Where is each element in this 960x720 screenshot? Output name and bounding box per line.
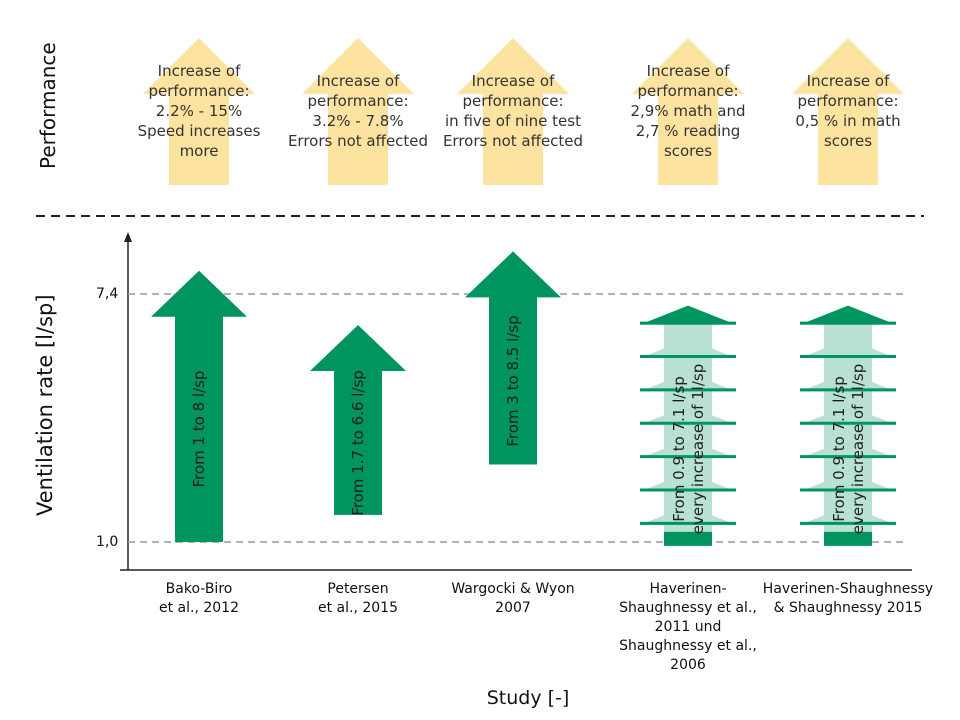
performance-text-1-2: performance: bbox=[148, 82, 250, 100]
performance-text-3-1: Increase of bbox=[471, 72, 555, 90]
ventilation-step-4-5 bbox=[640, 439, 736, 459]
ventilation-step-4-6 bbox=[640, 472, 736, 492]
ventilation-step-4-1 bbox=[640, 305, 736, 325]
performance-text-4-5: scores bbox=[663, 142, 713, 160]
ventilation-arrow-3 bbox=[465, 251, 561, 465]
ventilation-step-edge-5-5 bbox=[800, 455, 896, 459]
study-name-4-2: Shaughnessy et al., bbox=[619, 600, 757, 616]
ventilation-step-edge-5-4 bbox=[800, 421, 896, 425]
performance-text-5-1: Increase of bbox=[806, 72, 890, 90]
ventilation-label-4-2: every increase of 1l/sp bbox=[688, 363, 707, 534]
performance-text-3-3: in five of nine test bbox=[445, 112, 581, 130]
ventilation-step-4-2 bbox=[640, 339, 736, 358]
ventilation-label-3-1: From 3 to 8.5 l/sp bbox=[504, 315, 522, 447]
ventilation-step-edge-4-6 bbox=[640, 488, 736, 492]
performance-arrow-3 bbox=[457, 38, 569, 185]
performance-text-2-4: Errors not affected bbox=[287, 132, 429, 150]
ventilation-step-edge-4-5 bbox=[640, 455, 736, 459]
ventilation-step-edge-4-2 bbox=[640, 355, 736, 358]
study-name-5-2: & Shaughnessy 2015 bbox=[773, 600, 923, 616]
study-name-4-5: 2006 bbox=[670, 657, 706, 673]
ventilation-step-5-3 bbox=[800, 372, 896, 392]
performance-text-1-5: more bbox=[179, 142, 219, 160]
ytick-low: 1,0 bbox=[96, 534, 119, 550]
performance-text-2-2: performance: bbox=[307, 92, 409, 110]
ventilation-step-5-5 bbox=[800, 439, 896, 459]
study-name-2-2: et al., 2015 bbox=[317, 600, 398, 616]
performance-text-5-3: 0,5 % in math bbox=[795, 112, 901, 130]
performance-arrow-1 bbox=[143, 38, 255, 185]
ventilation-step-edge-4-7 bbox=[640, 521, 736, 525]
ventilation-step-edge-5-6 bbox=[800, 488, 896, 492]
study-name-3-1: Wargocki & Wyon bbox=[451, 581, 575, 597]
performance-axis-title: Performance bbox=[36, 42, 60, 169]
performance-text-2-3: 3.2% - 7.8% bbox=[312, 112, 404, 130]
study-name-4-4: Shaughnessy et al., bbox=[619, 638, 757, 654]
ventilation-step-5-6 bbox=[800, 472, 896, 492]
ventilation-step-5-1 bbox=[800, 305, 896, 325]
study-name-5-1: Haverinen-Shaughnessy bbox=[762, 581, 934, 597]
ventilation-label-2-1: From 1.7 to 6.6 l/sp bbox=[349, 370, 367, 516]
ventilation-step-edge-4-3 bbox=[640, 388, 736, 392]
y-axis-arrowhead bbox=[124, 232, 132, 242]
ventilation-step-4-7 bbox=[640, 505, 736, 525]
ventilation-label-5-2: every increase of 1l/sp bbox=[848, 363, 867, 534]
ventilation-step-edge-5-7 bbox=[800, 521, 896, 525]
performance-arrow-4 bbox=[632, 38, 744, 185]
ventilation-step-5-4 bbox=[800, 405, 896, 425]
ventilation-axis-title: Ventilation rate [l/sp] bbox=[33, 294, 57, 516]
ventilation-label-5-1: From 0.9 to 7.1 l/sp bbox=[829, 375, 848, 522]
ventilation-arrow-1 bbox=[151, 270, 247, 542]
ventilation-arrow-base-5 bbox=[824, 531, 872, 546]
performance-text-5-4: scores bbox=[823, 132, 873, 150]
performance-text-4-3: 2,9% math and bbox=[630, 102, 746, 120]
ventilation-step-edge-5-2 bbox=[800, 355, 896, 358]
study-name-1-1: Bako-Biro bbox=[165, 581, 233, 597]
ventilation-arrow-2 bbox=[310, 325, 406, 515]
ventilation-step-edge-4-4 bbox=[640, 421, 736, 425]
performance-text-1-1: Increase of bbox=[157, 62, 241, 80]
ytick-high: 7,4 bbox=[96, 286, 119, 302]
performance-text-4-2: performance: bbox=[637, 82, 739, 100]
study-name-1-2: et al., 2012 bbox=[158, 600, 239, 616]
performance-arrow-2 bbox=[302, 38, 414, 185]
performance-text-3-2: performance: bbox=[462, 92, 564, 110]
study-name-4-3: 2011 und bbox=[654, 619, 722, 635]
performance-text-4-1: Increase of bbox=[646, 62, 730, 80]
performance-arrow-5 bbox=[792, 38, 904, 185]
ventilation-step-5-2 bbox=[800, 339, 896, 358]
ventilation-arrow-base-4 bbox=[664, 531, 712, 546]
performance-text-3-4: Errors not affected bbox=[442, 132, 584, 150]
performance-text-1-3: 2.2% - 15% bbox=[155, 102, 243, 120]
ventilation-step-5-7 bbox=[800, 505, 896, 525]
performance-text-4-4: 2,7 % reading bbox=[635, 122, 741, 140]
performance-text-5-2: performance: bbox=[797, 92, 899, 110]
ventilation-step-edge-5-3 bbox=[800, 388, 896, 392]
x-axis-title: Study [-] bbox=[486, 687, 570, 709]
ventilation-step-edge-4-1 bbox=[640, 321, 736, 325]
study-name-2-1: Petersen bbox=[327, 581, 389, 597]
ventilation-step-4-4 bbox=[640, 405, 736, 425]
study-name-3-2: 2007 bbox=[495, 600, 531, 616]
ventilation-step-4-3 bbox=[640, 372, 736, 392]
ventilation-step-edge-5-1 bbox=[800, 321, 896, 325]
ventilation-label-1-1: From 1 to 8 l/sp bbox=[190, 370, 208, 488]
performance-text-1-4: Speed increases bbox=[137, 122, 261, 140]
ventilation-label-4-1: From 0.9 to 7.1 l/sp bbox=[669, 375, 688, 522]
performance-text-2-1: Increase of bbox=[316, 72, 400, 90]
study-name-4-1: Haverinen- bbox=[649, 581, 727, 597]
